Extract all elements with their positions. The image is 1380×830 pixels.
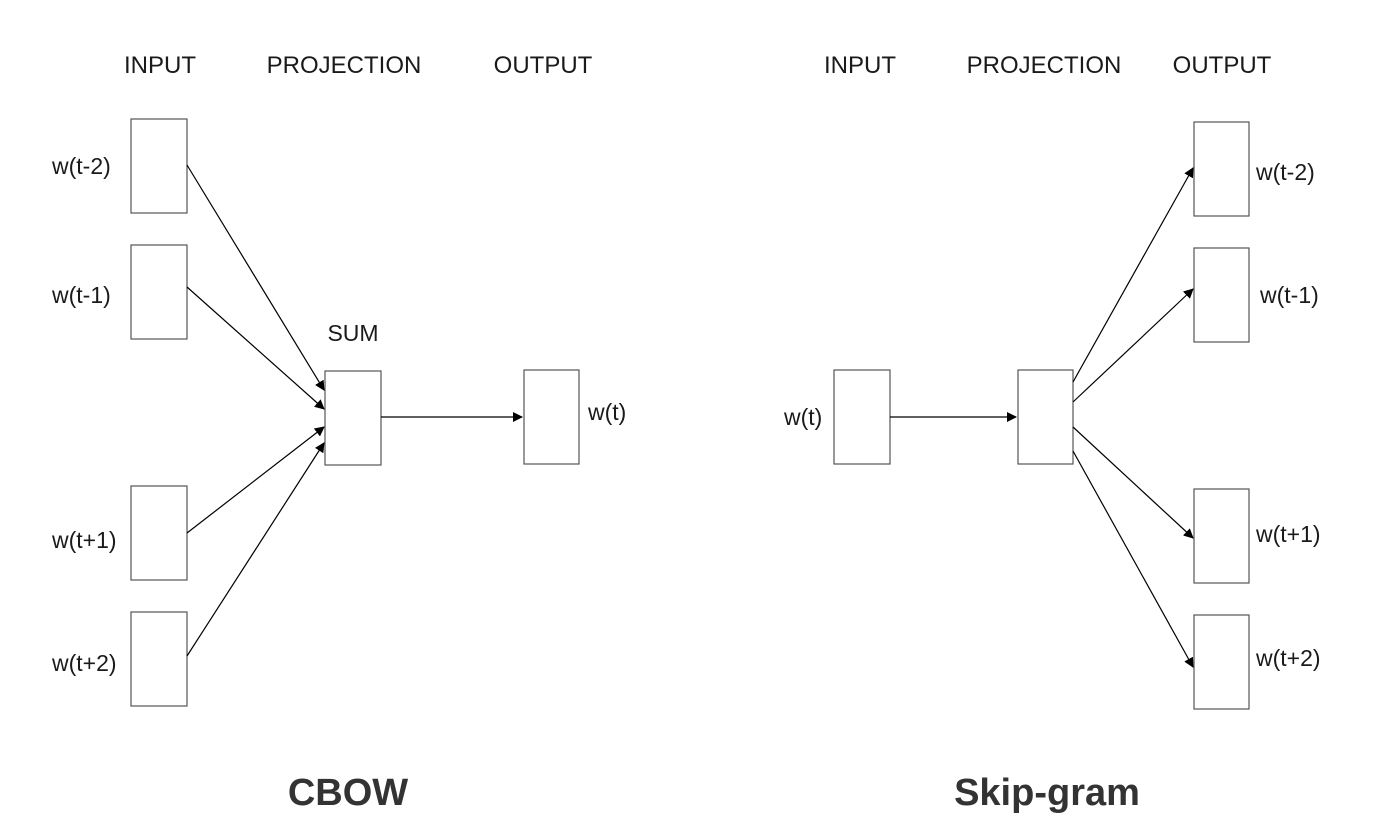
cbow-title: CBOW xyxy=(288,772,408,814)
skipgram-output-header: OUTPUT xyxy=(1173,52,1272,79)
skipgram-output-box-4 xyxy=(1193,614,1250,710)
cbow-input-label-1: w(t-2) xyxy=(51,153,111,179)
skipgram-output-label-3: w(t+1) xyxy=(1255,521,1321,547)
skipgram-projection-box xyxy=(1017,369,1074,465)
cbow-edge-input3-to-sum xyxy=(186,426,325,534)
cbow-input-label-4: w(t+2) xyxy=(51,650,117,676)
cbow-output-label: w(t) xyxy=(587,399,626,425)
cbow-input-box-1 xyxy=(130,118,188,214)
skipgram-output-box-1 xyxy=(1193,121,1250,217)
cbow-output-header: OUTPUT xyxy=(494,52,593,79)
cbow-input-box-3 xyxy=(130,485,188,581)
cbow-edge-input2-to-sum xyxy=(186,286,325,410)
cbow-panel: INPUT PROJECTION OUTPUT w(t-2) w(t-1) w(… xyxy=(51,52,626,814)
skipgram-input-header: INPUT xyxy=(824,52,896,79)
cbow-output-box xyxy=(523,369,580,465)
skipgram-title: Skip-gram xyxy=(954,772,1140,814)
skipgram-output-box-2 xyxy=(1193,247,1250,343)
cbow-edge-input4-to-sum xyxy=(186,442,325,657)
cbow-sum-label: SUM xyxy=(327,320,378,346)
cbow-input-label-3: w(t+1) xyxy=(51,527,117,553)
cbow-input-box-2 xyxy=(130,244,188,340)
skipgram-projection-header: PROJECTION xyxy=(967,52,1122,79)
cbow-edge-input1-to-sum xyxy=(186,164,325,391)
cbow-projection-header: PROJECTION xyxy=(267,52,422,79)
cbow-input-header: INPUT xyxy=(124,52,196,79)
skipgram-edge-projection-to-output4 xyxy=(1072,450,1194,668)
cbow-input-label-2: w(t-1) xyxy=(51,282,111,308)
cbow-projection-box xyxy=(324,370,382,466)
skipgram-output-label-1: w(t-2) xyxy=(1255,159,1315,185)
cbow-input-box-4 xyxy=(130,611,188,707)
skipgram-output-label-2: w(t-1) xyxy=(1259,282,1319,308)
skipgram-input-label: w(t) xyxy=(783,404,822,430)
skipgram-panel: INPUT PROJECTION OUTPUT w(t) w(t-2) w(t-… xyxy=(783,52,1321,814)
skipgram-edge-projection-to-output2 xyxy=(1072,288,1194,403)
skipgram-output-box-3 xyxy=(1193,488,1250,584)
skipgram-input-box xyxy=(833,369,891,465)
skipgram-edge-projection-to-output1 xyxy=(1072,167,1194,383)
skipgram-edge-projection-to-output3 xyxy=(1072,426,1194,539)
skipgram-output-label-4: w(t+2) xyxy=(1255,645,1321,671)
